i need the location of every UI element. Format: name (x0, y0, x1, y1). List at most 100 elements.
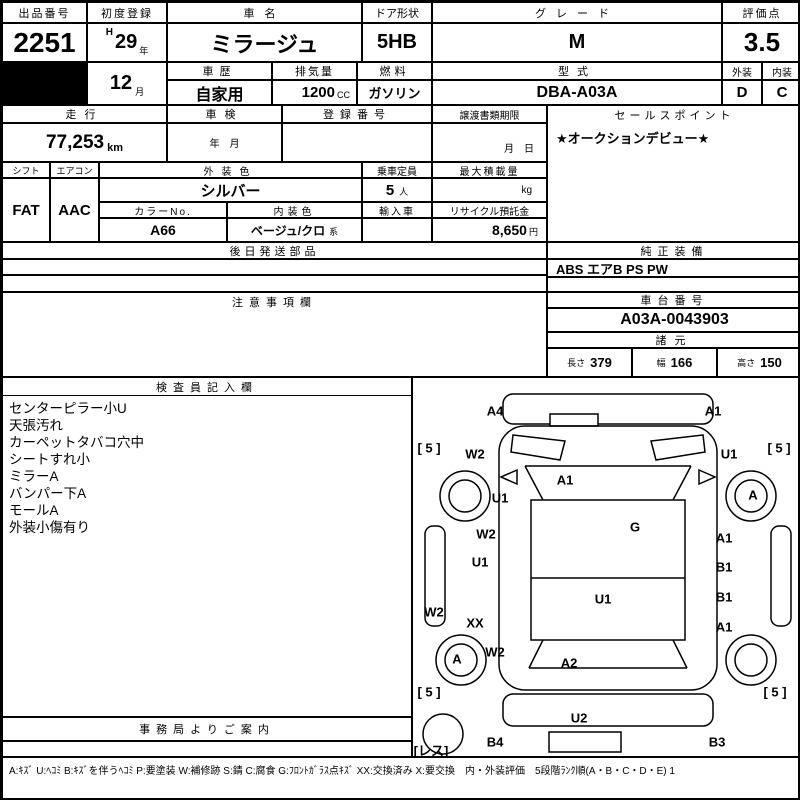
spec-height-value: 150 (760, 355, 782, 370)
car-outline-drawing (422, 393, 792, 755)
car-body (498, 425, 718, 691)
mileage-unit: km (107, 142, 124, 154)
spec-width-label: 幅 (656, 358, 666, 368)
inspector-note: モールA (9, 503, 59, 518)
caution-label: 注意事項欄 (232, 297, 317, 309)
payload-unit: kg (432, 178, 547, 202)
capacity-value: 5 (385, 181, 395, 199)
car-name-value: ミラージュ (167, 23, 362, 62)
diagram-marker: [ 5 ] (763, 684, 787, 700)
later-parts-row-blank-1 (2, 259, 547, 275)
interior-color-unit: 系 (329, 227, 339, 237)
aircon-value: AAC (50, 178, 99, 242)
fuel-value: ガソリン (357, 80, 432, 105)
inspector-note: 天張汚れ (9, 418, 63, 433)
diagram-marker: W2 (465, 446, 485, 462)
left-mirror (499, 468, 518, 486)
spec-length-label: 長さ (567, 358, 586, 368)
inspector-note: センターピラー小U (9, 401, 127, 416)
diagram-marker: B1 (715, 559, 733, 575)
rear-right-wheel (725, 634, 777, 686)
model-value: DBA-A03A (432, 80, 722, 105)
capacity-unit: 人 (399, 187, 409, 197)
diagram-marker: U1 (594, 591, 612, 607)
office-info-label: 事務局よりご案内 (2, 717, 412, 741)
first-reg-year-unit: 年 (139, 46, 149, 56)
model-label: 型式 (432, 62, 722, 80)
sales-point-label: セールスポイント (614, 110, 735, 122)
diagram-marker: A (452, 651, 462, 667)
score-value: 3.5 (722, 23, 798, 62)
diagram-marker: U1 (720, 446, 738, 462)
inspector-section: 検査員記入欄 センターピラー小U 天張汚れ カーペットタバコ穴中 シートすれ小 … (2, 377, 412, 717)
front-bumper (502, 393, 714, 425)
later-parts-label: 後日発送部品 (2, 242, 547, 259)
diagram-marker: A2 (560, 655, 578, 671)
score-label: 評価点 (722, 2, 798, 23)
spec-width-cell: 幅 166 (632, 348, 717, 377)
diagram-marker: W2 (424, 604, 444, 620)
payload-label: 最大積載量 (432, 162, 547, 178)
diagram-marker: A1 (704, 403, 722, 419)
spec-length-value: 379 (590, 355, 612, 370)
door-shape-label: ドア形状 (362, 2, 432, 23)
inspector-note: バンパー下A (9, 486, 87, 501)
diagram-marker: XX (466, 615, 484, 631)
first-reg-year: 29 (114, 31, 138, 53)
diagram-marker: A4 (486, 403, 504, 419)
first-reg-year-cell: H 29 年 (87, 23, 167, 62)
interior-color-value: ベージュ/クロ (250, 223, 326, 238)
legend-text: A:ｷｽﾞ U:ﾍｺﾐ B:ｷｽﾞを伴うﾍｺﾐ P:要塗装 W:補修跡 S:錆 … (9, 766, 675, 777)
first-reg-label: 初度登録 (87, 2, 167, 23)
diagram-marker: U1 (471, 554, 489, 570)
sales-point-value: ★オークションデビュー★ (556, 131, 710, 146)
front-license-plate (549, 413, 599, 427)
front-right-wheel (725, 470, 777, 522)
blank-black-box (2, 62, 87, 105)
inspection-label: 車検 (167, 105, 282, 123)
front-left-wheel (439, 470, 491, 522)
auction-no-label: 出品番号 (2, 2, 87, 23)
capacity-cell: 5 人 (362, 178, 432, 202)
displacement-label: 排気量 (272, 62, 357, 80)
grade-label: グレード (432, 2, 722, 23)
grade-value: M (432, 23, 722, 62)
inspector-note: ミラーA (9, 469, 59, 484)
displacement-value: 1200 (301, 84, 335, 101)
legend-bar: A:ｷｽﾞ U:ﾍｺﾐ B:ｷｽﾞを伴うﾍｺﾐ P:要塗装 W:補修跡 S:錆 … (2, 757, 798, 798)
registration-value-blank (282, 123, 432, 162)
fuel-label: 燃料 (357, 62, 432, 80)
import-value-blank (362, 218, 432, 242)
first-reg-month-unit: 月 (135, 87, 145, 97)
first-reg-era: H (105, 27, 113, 38)
recycle-value: 8,650 (491, 222, 527, 238)
inspector-note: カーペットタバコ穴中 (9, 435, 144, 450)
transfer-deadline-label: 譲渡書類期限 (432, 105, 547, 123)
spare-wheel (422, 713, 464, 755)
rear-window (528, 639, 688, 669)
mileage-cell: 77,253 km (2, 123, 167, 162)
color-no-value: A66 (99, 218, 227, 242)
diagram-marker: U1 (491, 490, 509, 506)
rear-left-wheel (435, 634, 487, 686)
transfer-deadline-value: 月 日 (432, 123, 547, 162)
diagram-marker: A (748, 487, 758, 503)
right-mirror (698, 468, 717, 486)
caution-section: 注意事項欄 (2, 292, 547, 377)
shift-value: FAT (2, 178, 50, 242)
interior-grade: C (762, 80, 798, 105)
sales-point-section: セールスポイント ★オークションデビュー★ (547, 105, 798, 242)
spec-length-cell: 長さ 379 (547, 348, 632, 377)
later-parts-row-blank-2 (2, 275, 547, 292)
displacement-cell: 1200 CC (272, 80, 357, 105)
diagram-marker: [ 5 ] (417, 684, 441, 700)
rear-bumper (502, 693, 714, 727)
auction-no-value: 2251 (2, 23, 87, 62)
displacement-unit: CC (337, 90, 350, 100)
roof (530, 499, 686, 641)
shift-label: シフト (2, 162, 50, 178)
interior-color-cell: ベージュ/クロ 系 (227, 218, 362, 242)
registration-label: 登録番号 (282, 105, 432, 123)
